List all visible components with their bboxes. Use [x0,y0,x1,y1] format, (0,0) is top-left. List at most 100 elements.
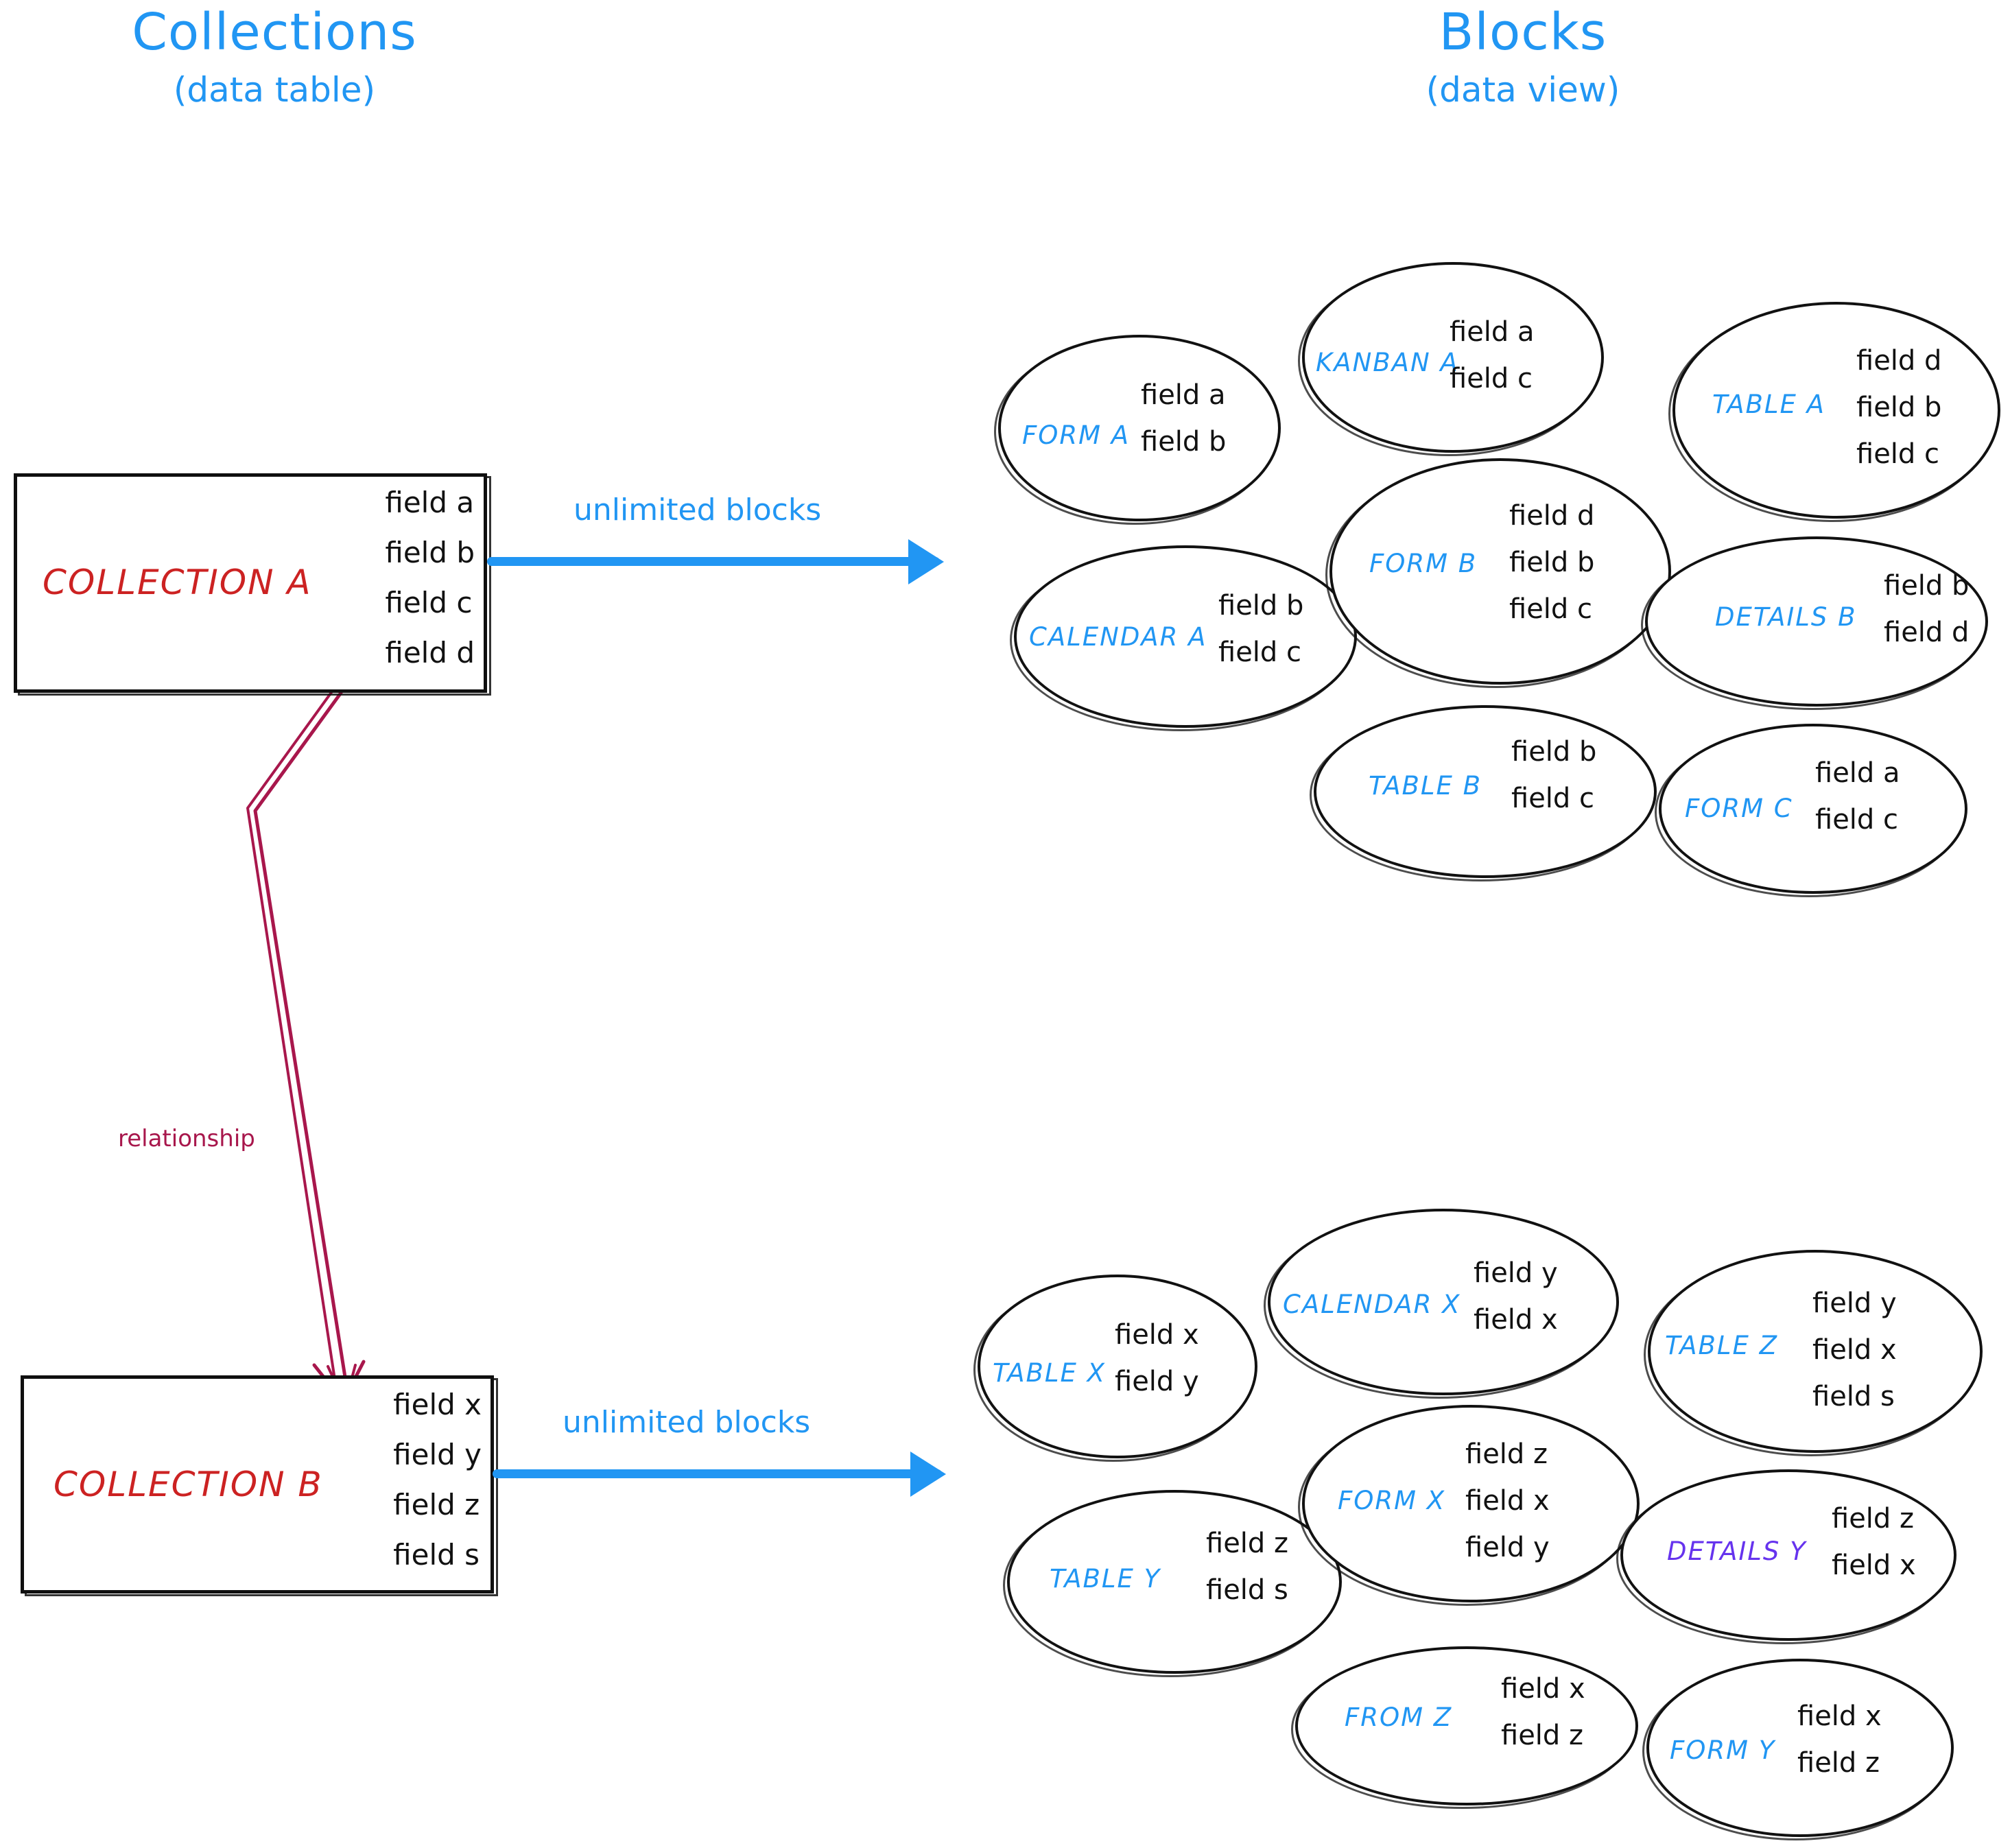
arrow-b-head [910,1452,946,1497]
block-table-z-field-0: field y [1812,1288,1897,1319]
arrow-a-shaft [487,557,940,566]
block-form-c-outline [1659,724,1967,894]
block-calendar-x-fields: field y field x [1474,1259,1558,1353]
block-table-y[interactable]: TABLE Y field z field s [1003,1490,1342,1677]
block-form-x-field-1: field x [1465,1485,1550,1517]
block-details-b-name: DETAILS B [1715,602,1857,632]
block-table-y-name: TABLE Y [1050,1564,1161,1594]
collections-heading: Collections (data table) [48,7,501,107]
block-details-b-field-0: field b [1884,570,1970,602]
block-table-x-fields: field x field y [1115,1321,1199,1414]
block-table-z-field-2: field s [1812,1381,1895,1412]
block-details-y-outline [1620,1469,1956,1641]
block-calendar-a[interactable]: CALENDAR A field b field c [1010,545,1357,731]
blocks-title: Blocks [1439,3,1607,62]
block-kanban-a-field-1: field c [1450,363,1533,394]
block-from-z[interactable]: FROM Z field x field z [1291,1646,1638,1809]
block-form-x-fields: field z field x field y [1465,1441,1550,1580]
block-form-c-field-0: field a [1815,757,1900,789]
block-form-a[interactable]: FORM A field a field b [994,335,1281,525]
block-form-b-field-0: field d [1509,500,1595,532]
block-table-b-field-0: field b [1511,736,1597,768]
block-table-z-field-1: field x [1812,1334,1897,1366]
block-form-c-field-1: field c [1815,804,1899,836]
block-kanban-a-fields: field a field c [1450,318,1535,412]
block-form-b-field-1: field b [1509,547,1595,578]
block-table-x-outline [978,1275,1257,1458]
block-table-b[interactable]: TABLE B field b field c [1310,705,1657,881]
block-calendar-a-fields: field b field c [1218,592,1303,685]
block-calendar-a-name: CALENDAR A [1029,622,1207,652]
block-form-y-field-0: field x [1797,1701,1882,1732]
collection-b-field-0: field x [393,1388,482,1421]
collection-b-box-border [21,1375,494,1594]
block-form-a-field-1: field b [1141,426,1227,458]
block-table-b-fields: field b field c [1511,738,1596,831]
block-form-y[interactable]: FORM Y field x field z [1642,1659,1954,1840]
arrow-b-shaft [493,1469,942,1478]
collection-a-field-1: field b [385,536,475,569]
block-calendar-a-outline [1014,545,1357,728]
block-details-b-fields: field b field d [1884,572,1969,665]
block-kanban-a[interactable]: KANBAN A field a field c [1298,262,1604,456]
block-form-a-outline [998,335,1281,521]
collection-b-name: COLLECTION B [54,1465,323,1504]
block-calendar-a-field-1: field c [1218,637,1302,668]
block-table-z-outline [1648,1250,1983,1453]
block-form-a-name: FORM A [1022,420,1131,450]
block-form-x-outline [1302,1405,1640,1602]
collection-a-field-3: field d [385,636,475,670]
block-form-y-field-1: field z [1797,1747,1880,1779]
block-calendar-x-name: CALENDAR X [1283,1290,1461,1319]
block-details-b-outline [1645,536,1988,707]
block-kanban-a-name: KANBAN A [1316,348,1459,377]
block-kanban-a-outline [1302,262,1604,453]
block-calendar-x-outline [1268,1209,1619,1395]
collection-a-name: COLLECTION A [43,562,312,602]
block-table-z-name: TABLE Z [1665,1331,1778,1360]
block-details-y[interactable]: DETAILS Y field z field x [1616,1469,1956,1644]
block-table-x[interactable]: TABLE X field x field y [973,1275,1257,1462]
block-from-z-fields: field x field z [1501,1675,1585,1768]
block-table-a-field-2: field c [1856,438,1940,470]
block-form-y-outline [1646,1659,1954,1837]
block-details-b-field-1: field d [1884,617,1970,648]
block-calendar-x[interactable]: CALENDAR X field y field x [1264,1209,1619,1399]
block-table-a-field-1: field b [1856,392,1942,423]
block-table-x-name: TABLE X [993,1358,1106,1388]
block-form-c[interactable]: FORM C field a field c [1655,724,1967,897]
collection-a-fields: field a field b field c field d [385,488,475,689]
block-form-b-fields: field d field b field c [1509,502,1594,642]
block-form-a-field-0: field a [1141,379,1226,411]
block-form-x[interactable]: FORM X field z field x field y [1298,1405,1640,1606]
collection-b-field-2: field z [393,1488,480,1521]
block-table-a[interactable]: TABLE A field d field b field c [1668,302,2000,522]
arrow-a-label: unlimited blocks [574,493,822,528]
block-from-z-field-1: field z [1501,1720,1584,1751]
block-table-x-field-1: field y [1115,1366,1199,1397]
block-kanban-a-field-0: field a [1450,316,1535,348]
block-table-y-fields: field z field s [1206,1530,1288,1623]
collection-b-box[interactable]: COLLECTION B field x field y field z fie… [21,1375,498,1596]
block-table-a-name: TABLE A [1712,390,1825,419]
block-form-b[interactable]: FORM B field d field b field c [1325,458,1671,688]
block-table-y-field-0: field z [1206,1528,1289,1559]
block-table-z-fields: field y field x field s [1812,1290,1897,1430]
block-table-b-outline [1314,705,1657,878]
block-table-a-outline [1672,302,2000,519]
blocks-subtitle: (data view) [1426,70,1620,110]
block-details-b[interactable]: DETAILS B field b field d [1641,536,1988,710]
block-table-b-name: TABLE B [1369,771,1482,801]
block-details-y-field-0: field z [1832,1503,1915,1535]
block-calendar-a-field-0: field b [1218,590,1304,621]
block-table-z[interactable]: TABLE Z field y field x field s [1644,1250,1983,1456]
block-table-y-field-1: field s [1206,1574,1288,1606]
block-form-y-fields: field x field z [1797,1703,1882,1796]
block-form-y-name: FORM Y [1670,1736,1776,1765]
blocks-heading: Blocks (data view) [1297,7,1749,107]
block-form-x-name: FORM X [1338,1486,1446,1515]
collection-a-box[interactable]: COLLECTION A field a field b field c fie… [14,473,491,696]
block-form-a-fields: field a field b [1141,381,1226,475]
collection-a-field-2: field c [385,586,473,619]
block-table-x-field-0: field x [1115,1319,1199,1351]
